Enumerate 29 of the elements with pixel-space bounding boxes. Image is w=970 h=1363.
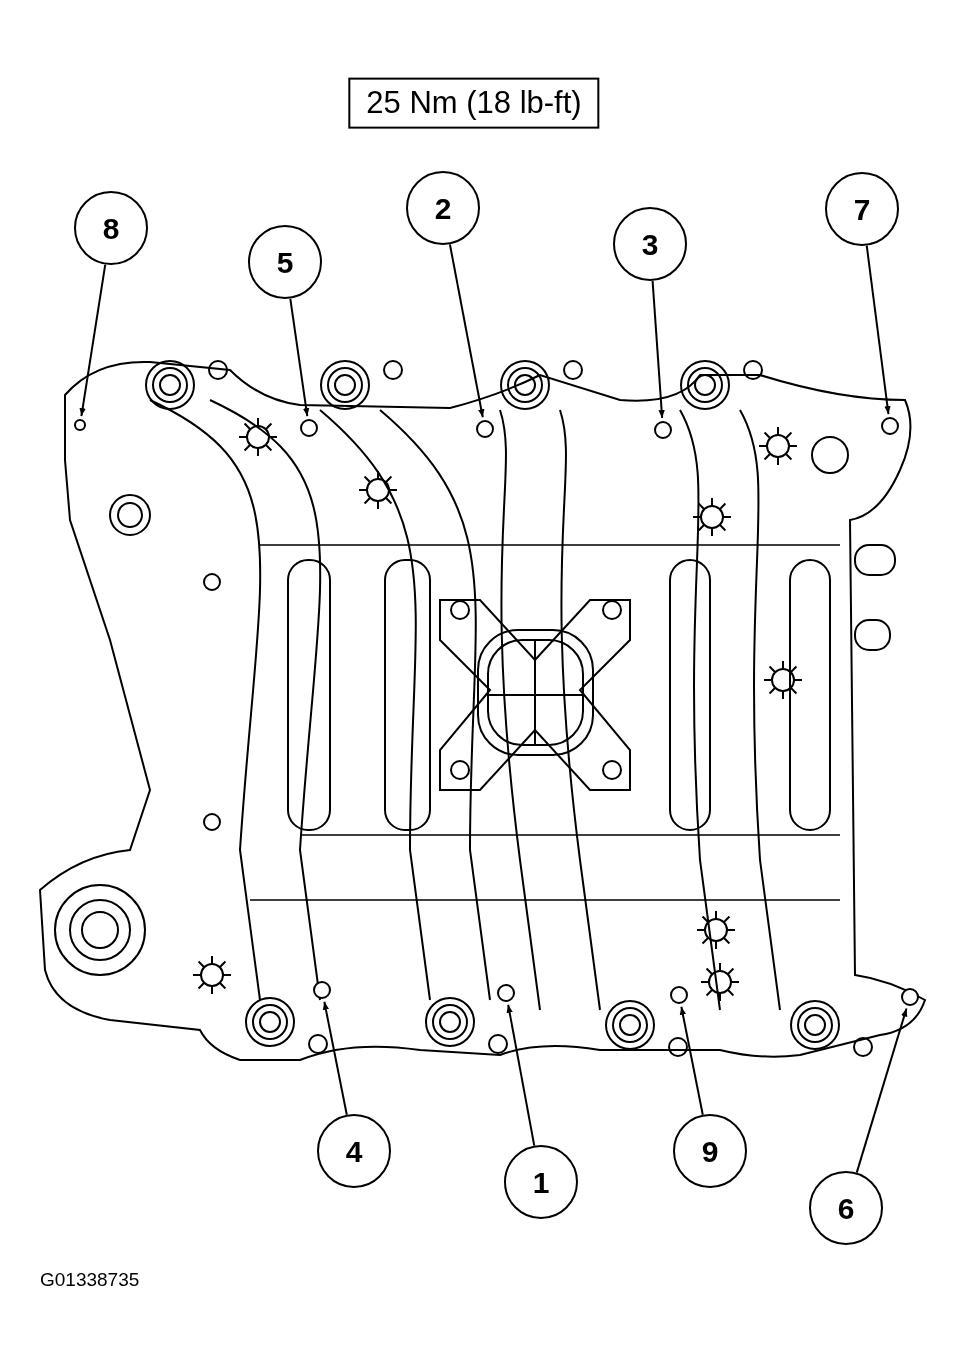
leader-arrow — [79, 263, 107, 418]
leader-arrow — [506, 1003, 536, 1147]
bolt-hole — [654, 421, 672, 439]
callout-number: 5 — [248, 225, 322, 299]
bolt-hole — [74, 419, 86, 431]
callout-number: 3 — [613, 207, 687, 281]
leader-arrow — [651, 279, 665, 420]
bolt-hole — [670, 986, 688, 1004]
bolt-hole — [476, 420, 494, 438]
bolt-hole — [300, 419, 318, 437]
bolt-hole — [497, 984, 515, 1002]
bolt-hole — [313, 981, 331, 999]
torque-spec-box: 25 Nm (18 lb-ft) — [348, 77, 600, 129]
callout-number: 4 — [317, 1114, 391, 1188]
leader-arrow — [448, 243, 485, 419]
leader-arrow — [322, 1000, 348, 1116]
bolt-hole — [901, 988, 919, 1006]
leader-arrow — [679, 1005, 704, 1116]
callout-number: 6 — [809, 1171, 883, 1245]
leader-arrow — [855, 1007, 908, 1174]
callout-number: 9 — [673, 1114, 747, 1188]
figure-code: G01338735 — [40, 1268, 140, 1292]
leader-arrow — [289, 297, 310, 418]
callout-number: 8 — [74, 191, 148, 265]
leader-arrow — [865, 244, 891, 416]
callout-number: 1 — [504, 1145, 578, 1219]
callout-number: 2 — [406, 171, 480, 245]
callout-number: 7 — [825, 172, 899, 246]
bolt-hole — [881, 417, 899, 435]
